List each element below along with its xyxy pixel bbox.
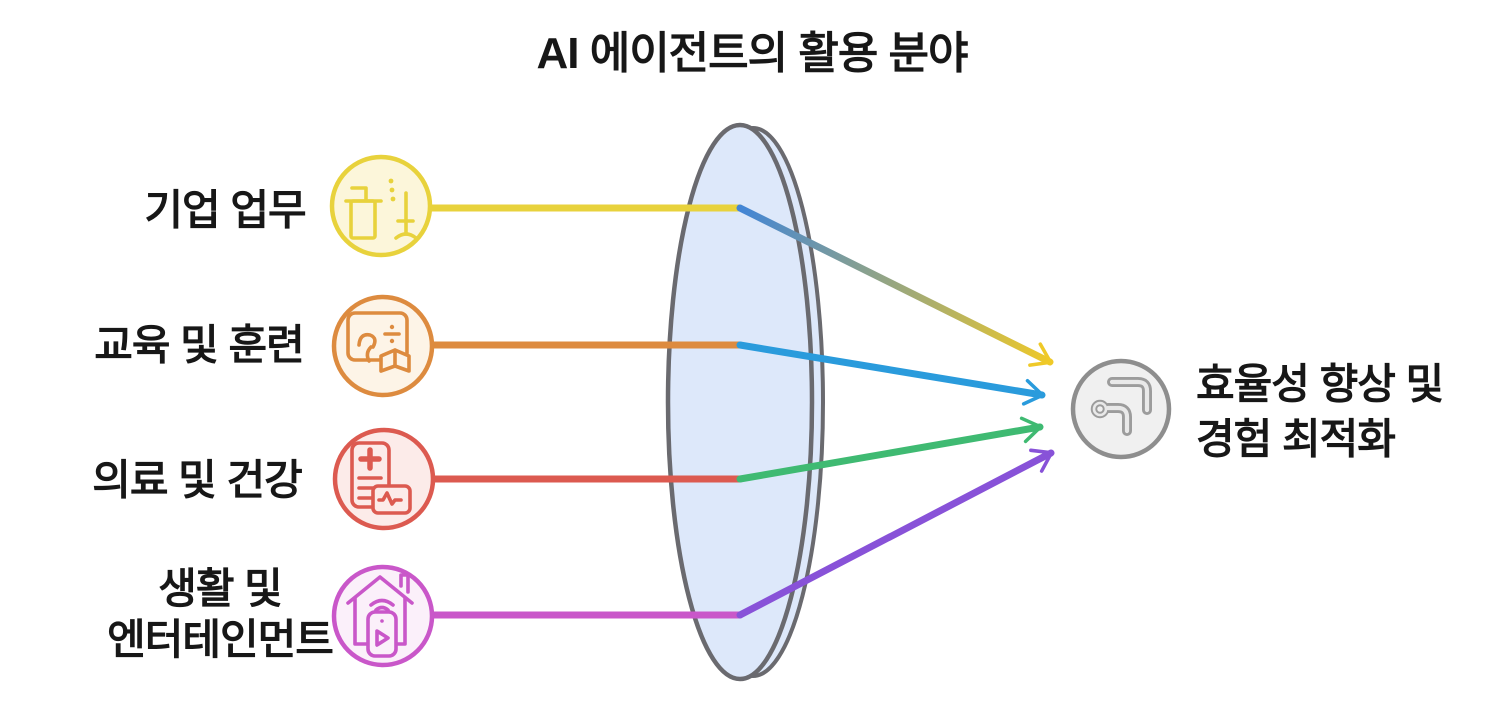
lens-front-outline [665, 122, 815, 682]
whiteboard-book-icon [346, 311, 411, 373]
item-education-label: 교육 및 훈련 [94, 321, 305, 369]
item-education-badge [331, 294, 435, 398]
lens [665, 122, 825, 682]
medical-record-icon [350, 441, 412, 515]
result-badge [1070, 358, 1172, 460]
item-business-badge [329, 154, 433, 258]
beam-education-out [736, 341, 1046, 406]
item-business-circle [329, 154, 433, 258]
smart-home-icon [346, 573, 414, 658]
item-business-label: 기업 업무 [144, 186, 306, 234]
bent-arrow-icon-highlight [1092, 379, 1150, 434]
beam-lifestyle-out [736, 448, 1055, 619]
division-dots [389, 324, 395, 344]
desk-dots [388, 178, 396, 202]
beam-medical-out [736, 416, 1044, 483]
result-label: 효율성 향상 및 경험 최적화 [1196, 360, 1444, 462]
desk-chair-icon [344, 186, 418, 240]
item-medical-label: 의료 및 건강 [92, 456, 303, 504]
diagram-title: AI 에이전트의 활용 분야 [536, 29, 969, 79]
remote-dot [380, 619, 384, 623]
beams [428, 204, 1055, 619]
beam-business-out [736, 204, 1054, 367]
item-lifestyle-badge [331, 564, 435, 668]
item-medical-badge [332, 427, 436, 531]
item-lifestyle-label: 생활 및 엔터테인먼트 [107, 564, 334, 663]
